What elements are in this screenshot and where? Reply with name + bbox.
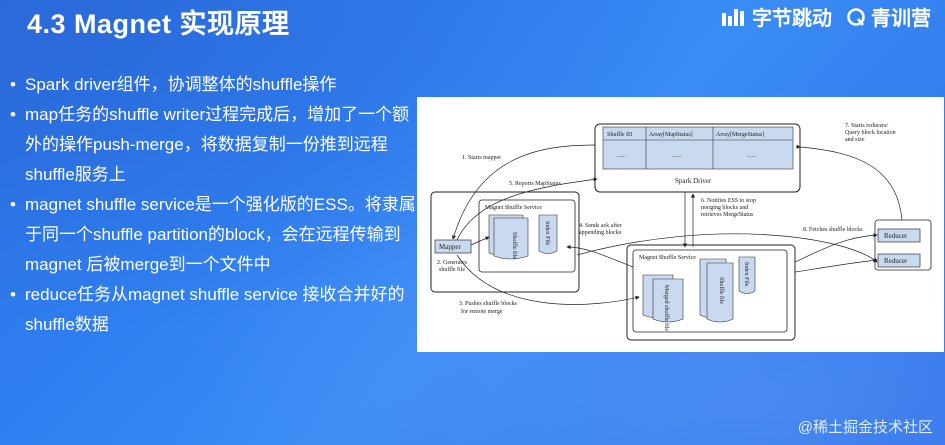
bullet-item: • map任务的shuffle writer过程完成后，增加了一个额外的操作pus…: [8, 100, 418, 190]
mapper-label: Mapper: [439, 243, 461, 251]
bullet-dot: •: [10, 195, 16, 214]
reducer-label: Reducer: [884, 257, 908, 265]
mapper-box: [434, 239, 472, 254]
table-cell: ......: [617, 153, 627, 159]
step-1-label: 1. Starts mapper: [462, 155, 501, 161]
bullet-item: • magnet shuffle service是一个强化版的ESS。将隶属于同一…: [8, 190, 418, 280]
bullet-text: magnet shuffle service是一个强化版的ESS。将隶属于同一个…: [25, 195, 416, 274]
shuffle-file-label: Shuffle file: [511, 232, 518, 259]
product-name: 青训营: [871, 8, 931, 30]
bullet-item: • Spark driver组件，协调整体的shuffle操作: [8, 70, 418, 100]
left-service-label: Magnet Shuffle Service: [485, 204, 542, 211]
bullet-list: • Spark driver组件，协调整体的shuffle操作 • map任务的sh…: [8, 70, 418, 340]
bytedance-bars-icon: [722, 8, 744, 26]
merged-file-label: Merged shuffle file: [663, 285, 670, 331]
center-shuffle-file-icon: [706, 262, 734, 323]
bullet-text: Spark driver组件，协调整体的shuffle操作: [25, 75, 337, 94]
bullet-text: reduce任务从magnet shuffle service 接收合并好的sh…: [25, 285, 405, 334]
step-2-label-cont: shuffle file: [439, 266, 465, 273]
step-4-label: 4. Sends ack after: [579, 222, 622, 229]
center-index-file-label: Index File: [743, 262, 749, 287]
step-6-label: 6. Notifies ESS to stop: [701, 197, 756, 204]
center-shuffle-file-label: Shuffle file: [718, 277, 725, 304]
step-3-label: 3. Pushes shuffle blocks: [459, 300, 518, 307]
bullet-dot: •: [10, 285, 16, 304]
step-4-label-cont: appending blocks: [579, 230, 622, 236]
step-6-label-cont: merging blocks and: [701, 205, 748, 211]
table-cell: ......: [747, 153, 757, 159]
step-2-label: 2. Generates: [437, 260, 468, 266]
brand-header: 字节跳动 青训营: [721, 2, 931, 31]
reducer-box: [877, 253, 921, 268]
qingxunying-logo: 青训营: [846, 2, 931, 31]
step-6-label-cont2: retrieves MergeStatus: [701, 212, 754, 218]
bullet-dot: •: [10, 75, 16, 94]
qingxunying-icon: [847, 7, 865, 26]
step-7-label-cont2: and size: [845, 137, 865, 143]
slide-title: 4.3 Magnet 实现原理: [27, 9, 290, 39]
table-cell: ......: [672, 153, 682, 159]
index-file-icon: [538, 214, 558, 254]
watermark: @稀土掘金技术社区: [797, 419, 933, 436]
table-header-shuffle-id: Shuffle ID: [607, 131, 633, 138]
step-3-label-cont: for remote merge: [461, 308, 503, 315]
bullet-item: • reduce任务从magnet shuffle service 接收合并好的s…: [8, 280, 418, 340]
magnet-architecture-diagram: Shuffle ID Array[MapStatus] Array[MergeS…: [417, 97, 944, 352]
shuffle-status-table: [602, 126, 794, 170]
spark-driver-label: Spark Driver: [675, 177, 712, 185]
reducer-box: [877, 228, 921, 243]
table-header-mapstatus: Array[MapStatus]: [649, 132, 693, 138]
reducer-label: Reducer: [884, 232, 908, 240]
step-7-label: 7. Starts reducers/: [845, 123, 888, 129]
company-name: 字节跳动: [752, 8, 832, 30]
center-service-label: Magnet Shuffle Service: [639, 254, 696, 261]
step-5-label: 5. Reports MapStatus: [509, 181, 561, 187]
step-8-label: 8. Fetches shuffle blocks: [803, 226, 863, 233]
bullet-text: map任务的shuffle writer过程完成后，增加了一个额外的操作push…: [25, 105, 410, 184]
step-7-label-cont: Query block location: [845, 130, 896, 136]
merged-file-icon: [652, 278, 684, 323]
table-header-mergestatus: Array[MergeStatus]: [716, 132, 764, 138]
center-index-file-icon: [738, 256, 756, 294]
bullet-dot: •: [10, 105, 16, 124]
index-file-label: Index File: [544, 221, 550, 246]
bytedance-logo: 字节跳动: [721, 2, 832, 31]
